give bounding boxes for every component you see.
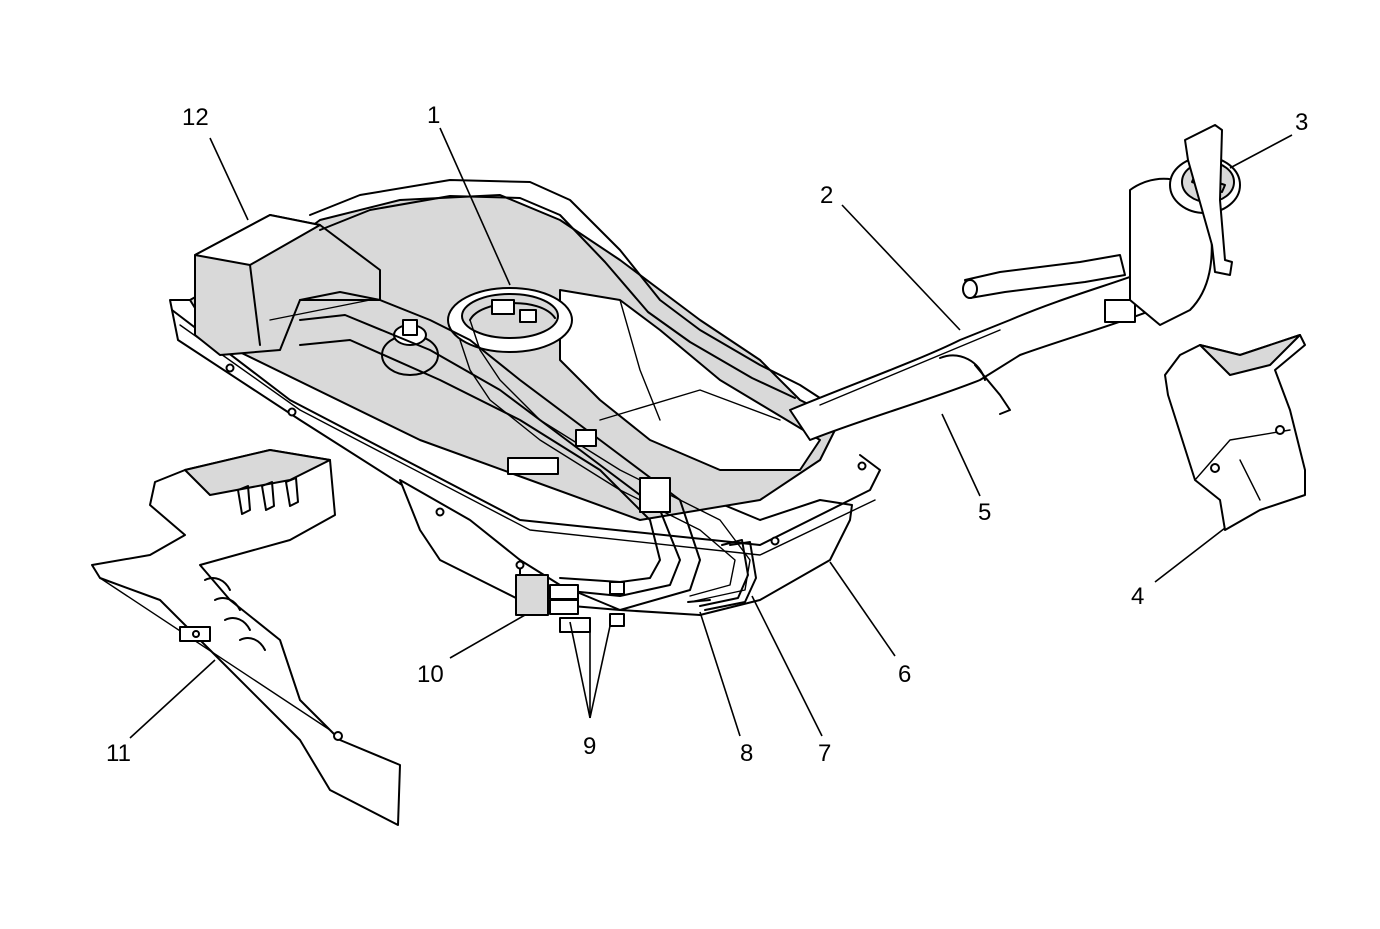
leader-lines xyxy=(129,127,1293,739)
callout-labels: 1 2 3 4 5 6 7 8 9 10 11 12 xyxy=(106,102,1308,767)
callout-11: 11 xyxy=(106,740,131,767)
fuel-lines xyxy=(299,179,821,633)
callout-7: 7 xyxy=(818,740,831,767)
callout-6: 6 xyxy=(898,661,911,688)
tank-straps xyxy=(687,539,757,611)
callout-9: 9 xyxy=(583,733,596,760)
callout-10: 10 xyxy=(417,661,444,688)
callout-2: 2 xyxy=(820,182,833,209)
vapor-valve xyxy=(381,319,439,376)
callout-4: 4 xyxy=(1131,583,1144,610)
callout-12: 12 xyxy=(182,104,209,131)
callout-1: 1 xyxy=(427,102,440,129)
callout-3: 3 xyxy=(1295,109,1308,136)
fuel-pump-module xyxy=(447,287,573,353)
evap-canister xyxy=(194,214,381,356)
callout-5: 5 xyxy=(978,499,991,526)
callout-8: 8 xyxy=(740,740,753,767)
heat-shield-right xyxy=(1164,334,1306,531)
heat-shield-left xyxy=(91,449,401,826)
fuel-fill-neck xyxy=(1129,124,1241,326)
